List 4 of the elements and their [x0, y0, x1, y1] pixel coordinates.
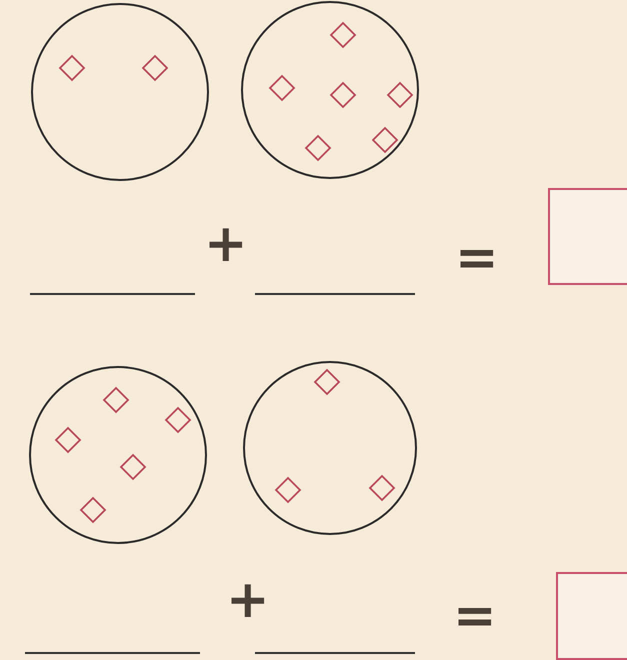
plus-sign: +: [226, 574, 270, 626]
equals-sign: =: [453, 590, 497, 642]
equals-sign: =: [455, 232, 499, 284]
plus-sign: +: [204, 218, 248, 270]
